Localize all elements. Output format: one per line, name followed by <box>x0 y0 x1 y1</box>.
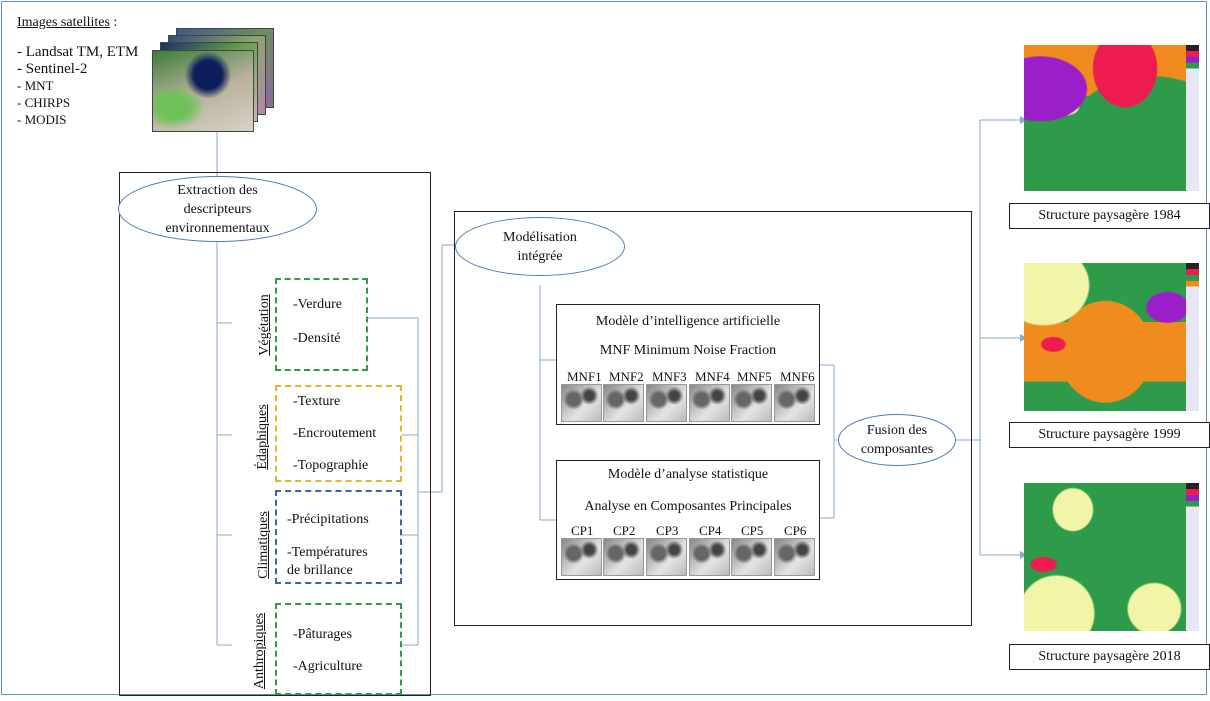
group-label-anthropiques: Anthropiques <box>252 612 267 690</box>
mnf-thumbnail <box>774 384 815 422</box>
group-item: -Précipitations <box>287 512 369 527</box>
map-legend <box>1186 263 1199 411</box>
mnf-thumbnail <box>689 384 730 422</box>
cp-thumbnail <box>561 538 602 576</box>
caption-1984: Structure paysagère 1984 <box>1009 203 1210 229</box>
cp-thumbnail <box>774 538 815 576</box>
source-item: - Landsat TM, ETM <box>17 44 139 60</box>
extraction-box <box>119 172 431 696</box>
group-item: -Pâturages <box>293 627 353 642</box>
source-item: - MNT <box>17 78 54 93</box>
cp-label: CP3 <box>656 523 679 538</box>
group-item: -Texture <box>293 394 341 409</box>
group-item: -Verdure <box>293 297 342 312</box>
cp-thumbnail <box>731 538 772 576</box>
cp-thumbnail <box>689 538 730 576</box>
cp-thumbnail <box>646 538 687 576</box>
sources-title-row: Images satellites : <box>17 14 117 31</box>
source-item: - CHIRPS <box>17 95 71 110</box>
extraction-label-line: environnementaux <box>165 220 270 236</box>
map-legend <box>1186 483 1199 631</box>
group-label-vegetation: Végétation <box>257 294 272 356</box>
extraction-ellipse: Extraction des descripteurs environnemen… <box>118 176 317 242</box>
mnf-label: MNF2 <box>609 369 644 384</box>
source-item: - Sentinel-2 <box>17 61 88 77</box>
group-box-climatiques <box>275 490 402 584</box>
group-box-edaphiques <box>275 385 402 482</box>
group-box-vegetation <box>275 278 368 371</box>
modelisation-box <box>454 211 972 626</box>
mnf-thumbnail <box>561 384 602 422</box>
modelisation-label-line: intégrée <box>517 248 563 264</box>
cp-label: CP2 <box>613 523 636 538</box>
mnf-thumbnail <box>603 384 644 422</box>
cp-label: CP1 <box>571 523 594 538</box>
ai-model-subtitle: MNF Minimum Noise Fraction <box>599 343 777 358</box>
cp-thumbnail <box>603 538 644 576</box>
cp-label: CP5 <box>741 523 764 538</box>
source-item: - MODIS <box>17 112 67 127</box>
sources-title: Images satellites <box>17 15 110 30</box>
mnf-label: MNF3 <box>652 369 687 384</box>
group-box-anthropiques <box>275 603 402 695</box>
ai-model-box <box>556 304 820 425</box>
caption-1999: Structure paysagère 1999 <box>1009 422 1210 448</box>
mnf-thumbnail <box>646 384 687 422</box>
stat-model-box <box>556 460 820 580</box>
cp-label: CP6 <box>784 523 807 538</box>
stat-model-subtitle: Analyse en Composantes Principales <box>584 499 792 514</box>
group-label-climatiques: Climatiques <box>256 511 271 579</box>
mnf-label: MNF4 <box>695 369 730 384</box>
ai-model-title: Modèle d’intelligence artificielle <box>595 314 781 329</box>
mnf-label: MNF6 <box>780 369 815 384</box>
mnf-label: MNF5 <box>737 369 772 384</box>
fusion-ellipse: Fusion des composantes <box>838 414 956 466</box>
modelisation-ellipse: Modélisation intégrée <box>455 217 625 276</box>
stat-model-title: Modèle d’analyse statistique <box>607 467 769 482</box>
group-item: -Encroutement <box>293 426 377 441</box>
group-item: -Densité <box>293 331 341 346</box>
caption-2018: Structure paysagère 2018 <box>1009 644 1210 670</box>
sources-list: - Landsat TM, ETM - Sentinel-2 - MNT - C… <box>17 44 138 128</box>
landscape-map-1984 <box>1024 45 1187 191</box>
sources-title-suffix: : <box>109 15 118 30</box>
landscape-map-2018 <box>1024 483 1187 631</box>
mnf-thumbnail <box>731 384 772 422</box>
group-label-edaphiques: Édaphiques <box>255 404 270 470</box>
extraction-label-line: descripteurs <box>183 201 252 217</box>
cp-label: CP4 <box>699 523 722 538</box>
map-legend <box>1186 45 1199 191</box>
group-item: -Températures <box>287 545 368 560</box>
extraction-label-line: Extraction des <box>177 182 258 198</box>
fusion-label-line: composantes <box>860 442 934 457</box>
group-item: de brillance <box>287 563 353 578</box>
fusion-label-line: Fusion des <box>866 423 928 438</box>
group-item: -Agriculture <box>293 659 363 674</box>
mnf-label: MNF1 <box>567 369 602 384</box>
landscape-map-1999 <box>1024 263 1187 411</box>
satellite-image-stack <box>152 28 277 133</box>
modelisation-label-line: Modélisation <box>503 229 577 245</box>
group-item: -Topographie <box>293 458 369 473</box>
